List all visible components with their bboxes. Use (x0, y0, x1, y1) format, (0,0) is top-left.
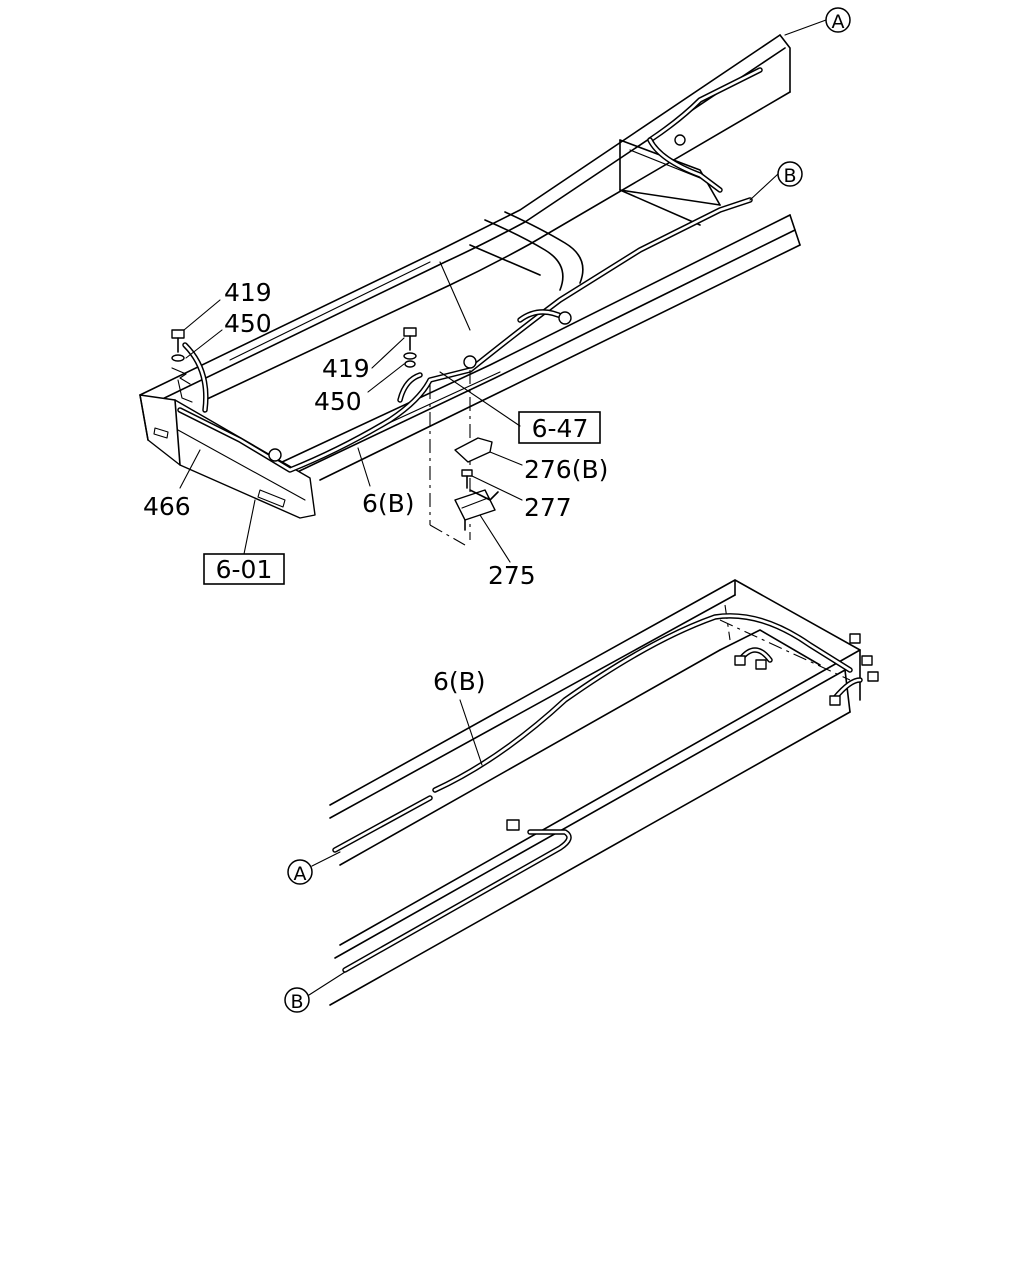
label-450-left: 450 (224, 309, 272, 338)
label-450-right: 450 (314, 387, 362, 416)
bolt-washer-right (403, 327, 417, 368)
upper-frame (139, 34, 801, 486)
ref-a-top-label: A (832, 11, 845, 33)
label-419-right: 419 (322, 354, 370, 383)
label-6b-bottom: 6(B) (433, 667, 486, 696)
upper-harness (177, 67, 763, 473)
label-419-left: 419 (224, 278, 272, 307)
lower-frame (329, 579, 861, 1006)
bracket-part (454, 489, 499, 531)
label-6b-top: 6(B) (362, 489, 415, 518)
callout-ref-b-top: B (749, 161, 803, 201)
ref-b-top-label: B (783, 165, 796, 187)
bolt-washer-left (171, 329, 193, 403)
ref-a-bottom-label: A (294, 863, 307, 885)
ref-b-bottom-label: B (290, 991, 303, 1013)
label-276b: 276(B) (524, 455, 608, 484)
lower-harness (332, 613, 863, 973)
front-bumper (139, 394, 316, 519)
cover-part (454, 437, 493, 463)
ref-6-01-label: 6-01 (216, 555, 273, 584)
callout-ref-6-47: 6-47 (439, 371, 601, 444)
callout-ref-6-01: 6-01 (203, 499, 285, 585)
callout-ref-b-bottom: B (284, 971, 346, 1013)
label-466: 466 (143, 492, 191, 521)
ref-6-47-label: 6-47 (532, 414, 589, 443)
connectors-lower (506, 633, 879, 831)
callout-ref-a-bottom: A (287, 851, 341, 885)
callout-ref-a-top: A (784, 7, 851, 36)
label-277: 277 (524, 493, 572, 522)
label-275: 275 (488, 561, 536, 590)
